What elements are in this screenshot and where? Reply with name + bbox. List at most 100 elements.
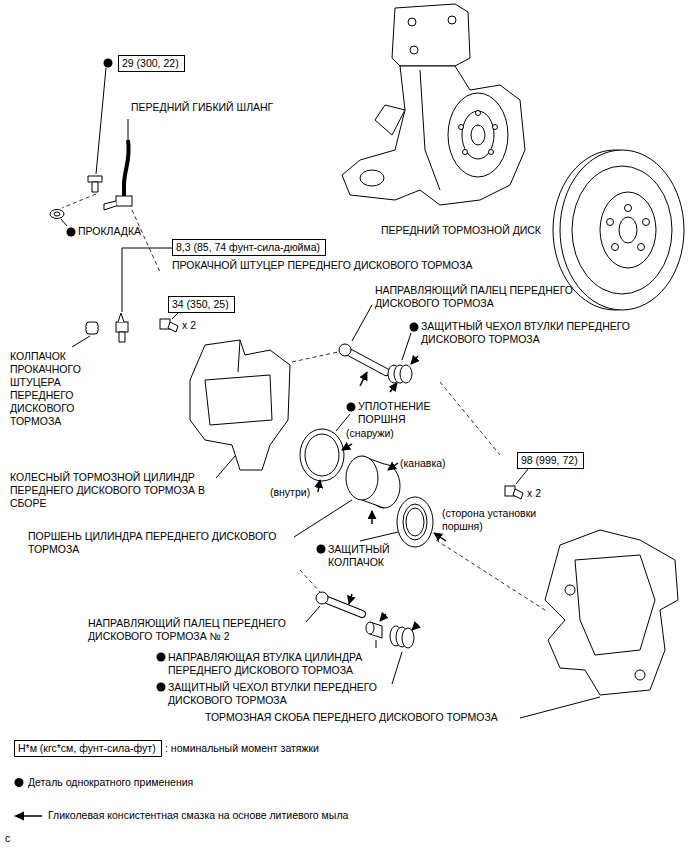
part-label: (снаружи) [346, 427, 394, 440]
steering-knuckle [489, 150, 494, 155]
alignment-line [440, 382, 500, 455]
dust-boot [360, 532, 398, 541]
dust-boot [397, 497, 433, 547]
part-label: ПЕРЕДНИЙ ГИБКИЙ ШЛАНГ [131, 101, 273, 114]
one-time-use-dot [15, 778, 24, 787]
flexible-hose [61, 219, 67, 226]
steering-knuckle [392, 4, 470, 66]
part-name: ПОРШЕНЬ ЦИЛИНДРА ПЕРЕДНЕГО ДИСКОВОГО ТОР… [28, 530, 288, 556]
steering-knuckle [360, 170, 384, 186]
part-name: ЗАЩИТНЫЙ ЧЕХОЛ ВТУЛКИ ПЕРЕДНЕГО ДИСКОВОГ… [168, 681, 408, 707]
grease-arrow [14, 812, 24, 821]
grease-arrow [349, 594, 352, 604]
caliper-cylinder [216, 456, 235, 478]
alignment-line [62, 194, 548, 612]
part-label: x 2 [527, 487, 541, 500]
piston-seal [305, 434, 339, 476]
piston-seal [300, 429, 344, 481]
torque-box: 29 (300, 22) [118, 55, 185, 72]
part-label: (внутри) [270, 486, 310, 499]
flexible-hose [128, 119, 129, 140]
caliper-bracket [575, 555, 655, 655]
caliper-bracket [635, 670, 645, 680]
guide-pin [345, 350, 386, 372]
part-name: НАПРАВЛЯЮЩИЙ ПАЛЕЦ ПЕРЕДНЕГО ДИСКОВОГО Т… [375, 284, 605, 310]
brake-disc [619, 217, 637, 243]
steering-knuckle [493, 125, 498, 130]
grease-arrow [318, 480, 320, 492]
brake-disc [607, 219, 614, 226]
caliper-bracket [545, 530, 678, 695]
grease-arrow [412, 624, 418, 630]
steering-knuckle [459, 125, 464, 130]
brake-disc [612, 244, 619, 251]
alignment-line [132, 210, 160, 272]
guide-pin [339, 305, 412, 383]
caliper-cylinder [238, 340, 240, 372]
alignment-line [436, 540, 548, 612]
caliper-cylinder [190, 340, 290, 478]
part-label: ПРОКАЧНОЙ ШТУЦЕР ПЕРЕДНЕГО ДИСКОВОГО ТОР… [172, 259, 473, 272]
steering-knuckle [471, 125, 485, 145]
bleeder-plug [72, 248, 172, 347]
caliper-cylinder [190, 340, 290, 470]
part-name: КОЛПАЧОК ПРОКАЧНОГО ШТУЦЕРА ПЕРЕДНЕГО ДИ… [10, 350, 92, 428]
caliper-bracket [565, 585, 575, 595]
grease-arrow [390, 383, 397, 392]
flexible-hose [116, 196, 132, 206]
guide-pin-2 [366, 622, 374, 634]
legend-text: Деталь однократного применения [28, 776, 193, 789]
guide-pin-2 [316, 592, 328, 604]
steering-knuckle [410, 46, 418, 54]
legend-symbol [13, 776, 25, 789]
grease-arrow [434, 533, 446, 541]
grease-arrow [388, 463, 398, 470]
guide-pin-2 [392, 652, 402, 684]
torque-value: Н*м (кгс*см, фунт-сила-фут) [18, 742, 156, 755]
grease-arrow [318, 356, 446, 630]
bleeder-plug [72, 336, 90, 347]
part-name: ЗАЩИТНЫЙ КОЛПАЧОК [328, 543, 408, 569]
steering-knuckle [448, 93, 508, 177]
steering-knuckle [448, 16, 456, 24]
piston [362, 500, 384, 508]
alignment-line [62, 194, 96, 208]
bolt [516, 469, 528, 484]
grease-arrow [342, 444, 352, 450]
steering-knuckle [476, 111, 481, 116]
piston [294, 500, 352, 537]
bleeder-plug [116, 322, 128, 332]
part-name: УПЛОТНЕНИЕ ПОРШНЯ [358, 400, 448, 426]
part-name: НАПРАВЛЯЮЩАЯ ВТУЛКА ЦИЛИНДРА ПЕРЕДНЕГО Д… [168, 651, 408, 677]
one-time-use-dot [347, 403, 356, 412]
flexible-hose [92, 182, 98, 192]
guide-pin-2 [306, 606, 320, 622]
part-name: (сторона установки поршня) [442, 507, 542, 533]
part-name: НАПРАВЛЯЮЩИЙ ПАЛЕЦ ПЕРЕДНЕГО ДИСКОВОГО Т… [88, 617, 303, 643]
guide-pin [339, 344, 351, 356]
steering-knuckle [375, 105, 405, 135]
grease-arrow [380, 614, 386, 621]
dust-boot [406, 508, 424, 536]
brake-disc [600, 192, 656, 268]
torque-value: 98 (999, 72) [521, 454, 578, 467]
flexible-hose [96, 68, 106, 174]
flexible-hose [104, 201, 116, 210]
part-label: x 2 [182, 319, 196, 332]
bolt [513, 489, 523, 499]
torque-value: 29 (300, 22) [122, 57, 179, 70]
part-label: ПЕРЕДНИЙ ТОРМОЗНОЙ ДИСК [381, 224, 541, 237]
caliper-bracket [520, 697, 600, 718]
guide-pin [345, 350, 386, 372]
legend-text: Гликолевая консистентная смазка на основ… [48, 809, 348, 822]
brake-disc [572, 166, 672, 294]
brake-disc [625, 205, 632, 212]
piston [346, 456, 378, 500]
guide-pin [402, 333, 411, 360]
bleeder-plug [86, 322, 98, 334]
one-time-use-dot [67, 228, 76, 237]
steering-knuckle [420, 70, 440, 190]
brake-disc [560, 150, 684, 310]
legend-symbol [12, 809, 44, 823]
